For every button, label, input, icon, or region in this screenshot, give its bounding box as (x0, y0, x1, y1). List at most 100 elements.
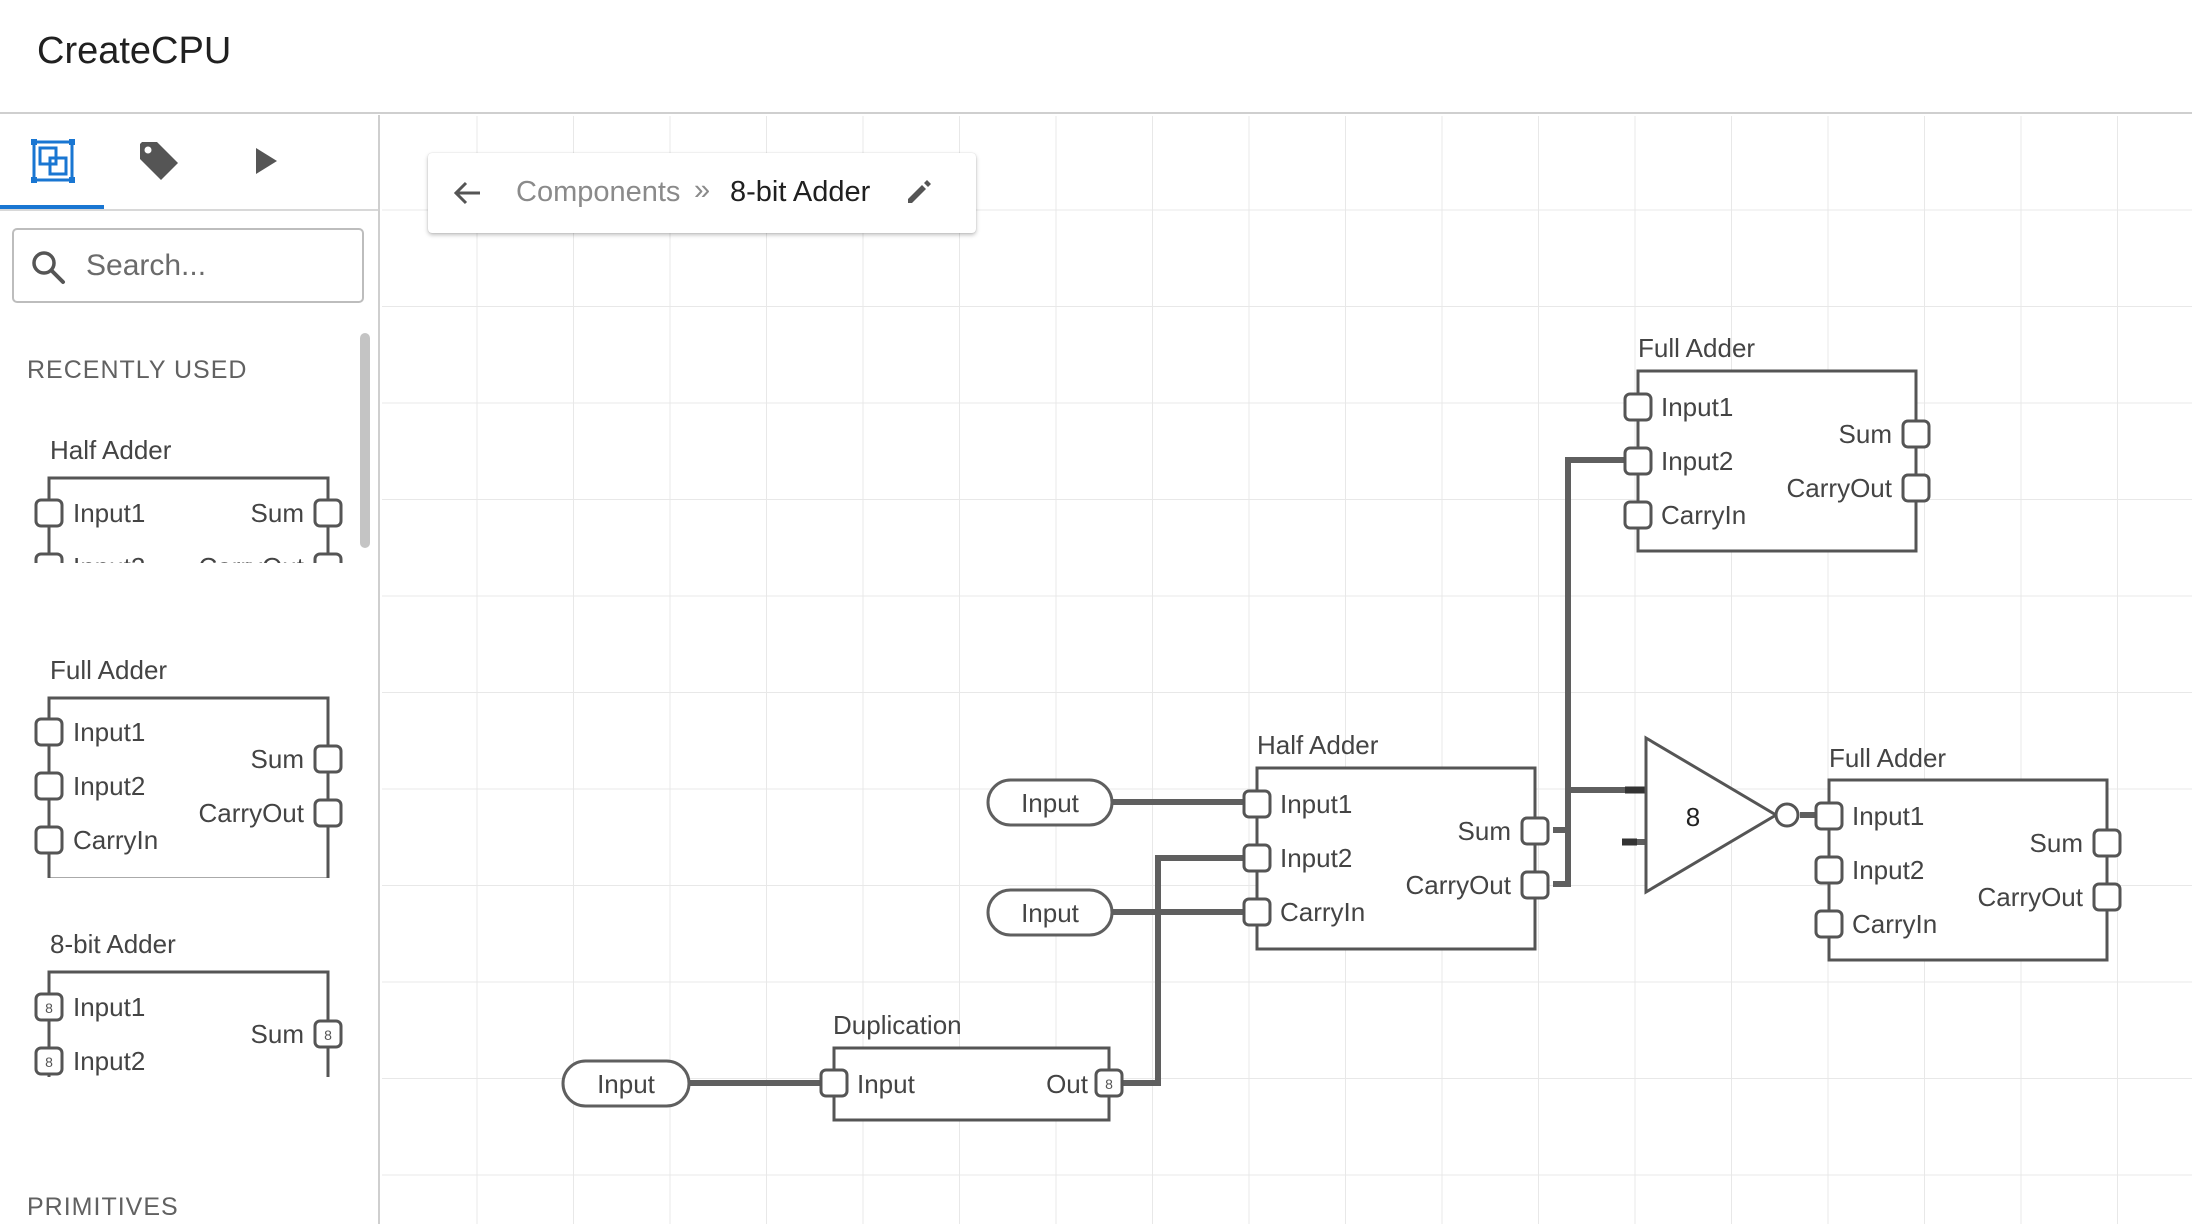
port-label: Input1 (73, 498, 145, 528)
bus-width-label: 8 (324, 1027, 332, 1043)
sidebar-tabs (0, 115, 378, 211)
port-label: Input1 (73, 717, 145, 747)
input-pin-label: Input (1021, 898, 1080, 928)
port-label: Out (1046, 1069, 1089, 1099)
port-label: Input2 (73, 771, 145, 801)
tag-icon (140, 142, 178, 180)
wire[interactable] (1553, 457, 1626, 833)
input-port[interactable] (1242, 789, 1272, 819)
component-name: Duplication (833, 1010, 962, 1040)
input-pin-label: Input (597, 1069, 656, 1099)
input-port[interactable] (1623, 392, 1653, 422)
breadcrumb-current: 8-bit Adder (730, 176, 871, 208)
port-label: Sum (251, 1019, 304, 1049)
wire-highlights (1622, 786, 1645, 846)
port-label: Sum (1839, 419, 1892, 449)
port-label: CarryIn (1661, 500, 1746, 530)
palette-item-full-adder[interactable]: Full Adder Input1 Input2 CarryIn Sum Car… (30, 653, 350, 878)
output-port[interactable] (313, 744, 343, 774)
sidebar-scrollbar[interactable] (360, 333, 370, 548)
wire[interactable] (1553, 787, 1645, 887)
search-icon (32, 251, 65, 284)
breadcrumb-separator: » (694, 174, 711, 206)
output-port[interactable] (1520, 816, 1550, 846)
breadcrumb-root-link[interactable]: Components (516, 176, 681, 208)
primitives-heading: PRIMITIVES (27, 1193, 179, 1221)
edit-pencil-icon[interactable] (904, 177, 934, 207)
input-port[interactable] (1623, 500, 1653, 530)
bus-width-label: 8 (1105, 1076, 1113, 1092)
input-pin[interactable]: Input (986, 778, 1114, 827)
search-box[interactable] (12, 228, 364, 303)
circuit-canvas[interactable] (382, 116, 2192, 1224)
port-label: Input2 (1280, 843, 1352, 873)
tab-simulate[interactable] (212, 115, 318, 207)
port-label: CarryOut (1406, 870, 1512, 900)
port-label: CarryIn (1852, 909, 1937, 939)
tab-components[interactable] (0, 115, 106, 209)
components-icon (31, 139, 75, 183)
inverter-bubble (1774, 802, 1800, 828)
not-gate-component[interactable]: 8 (1644, 735, 1800, 895)
input-port[interactable] (1814, 801, 1844, 831)
input-port[interactable] (34, 552, 64, 563)
port-label: Sum (1458, 816, 1511, 846)
output-port[interactable] (1520, 870, 1550, 900)
output-port[interactable] (313, 798, 343, 828)
port-label: CarryOut (199, 798, 305, 828)
full-adder-component[interactable]: Full Adder Input1 Input2 CarryIn Sum Car… (1814, 743, 2122, 962)
input-port[interactable] (34, 717, 64, 747)
input-port[interactable] (1623, 446, 1653, 476)
app-header: CreateCPU (0, 0, 2192, 114)
port-label: Sum (251, 744, 304, 774)
output-port[interactable] (2092, 882, 2122, 912)
palette-item-half-adder[interactable]: Half Adder Input1 Input2 Sum CarryOut (30, 433, 350, 563)
input-port[interactable] (1814, 909, 1844, 939)
input-port[interactable] (819, 1068, 849, 1098)
output-port[interactable] (2092, 828, 2122, 858)
app-title: CreateCPU (37, 30, 232, 72)
port-label: Sum (2030, 828, 2083, 858)
input-port[interactable] (34, 498, 64, 528)
palette-item-8bit-adder[interactable]: 8-bit Adder 8 8 8 Input1 Input2 Sum (30, 927, 350, 1077)
port-label: Input1 (1280, 789, 1352, 819)
port-label: Input2 (73, 1046, 145, 1076)
bus-output-port[interactable] (313, 1019, 343, 1049)
output-port[interactable] (1901, 419, 1931, 449)
half-adder-component[interactable]: Half Adder Input1 Input2 CarryIn Sum Car… (1242, 730, 1550, 951)
bus-input-port[interactable] (34, 992, 64, 1022)
input-port[interactable] (34, 825, 64, 855)
port-label: Input2 (1852, 855, 1924, 885)
output-port[interactable] (313, 498, 343, 528)
input-port[interactable] (1814, 855, 1844, 885)
input-pin[interactable]: Input (986, 888, 1114, 937)
play-icon (256, 148, 277, 174)
input-port[interactable] (34, 771, 64, 801)
bus-output-port[interactable] (1094, 1068, 1124, 1098)
port-label: Input2 (1661, 446, 1733, 476)
back-arrow-icon[interactable] (452, 177, 484, 209)
breadcrumb: Components » 8-bit Adder (428, 153, 976, 233)
palette-component-name: Full Adder (50, 655, 167, 685)
output-port[interactable] (1901, 473, 1931, 503)
output-port[interactable] (313, 552, 343, 563)
port-label: CarryOut (1787, 473, 1893, 503)
bus-wire[interactable] (1120, 855, 1244, 1086)
port-label: Input1 (73, 992, 145, 1022)
port-label: Input1 (1852, 801, 1924, 831)
gate-label: 8 (1686, 802, 1700, 832)
sidebar: RECENTLY USED Half Adder Input1 Input2 S… (0, 115, 380, 1224)
port-label: CarryIn (1280, 897, 1365, 927)
bus-width-label: 8 (45, 1054, 53, 1070)
palette-component-name: Half Adder (50, 435, 172, 465)
search-input[interactable] (84, 240, 358, 292)
input-port[interactable] (1242, 843, 1272, 873)
input-port[interactable] (1242, 897, 1272, 927)
bus-input-port[interactable] (34, 1046, 64, 1076)
component-name: Half Adder (1257, 730, 1379, 760)
duplication-component[interactable]: Duplication 8 Input Out (819, 1010, 1124, 1122)
input-pin[interactable]: Input (561, 1059, 691, 1108)
tab-tags[interactable] (106, 115, 212, 207)
full-adder-component[interactable]: Full Adder Input1 Input2 CarryIn Sum Car… (1623, 333, 1931, 553)
